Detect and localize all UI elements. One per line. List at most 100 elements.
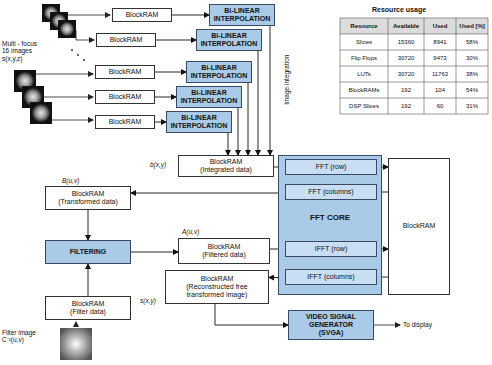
memory-box: BlockRAM(Integrated data) — [178, 155, 274, 177]
resource-table — [340, 18, 488, 114]
table-header: Resource — [340, 18, 388, 34]
table-cell: BlockRAMs — [340, 82, 388, 98]
memory-box: BlockRAM — [95, 65, 155, 79]
table-cell: 104 — [424, 82, 456, 98]
node-text: VIDEO SIGNAL GENERATOR — [292, 313, 370, 329]
table-cell: 30% — [456, 50, 488, 66]
node-text: (Filtered data) — [202, 251, 246, 259]
signal-name: s(x,y) — [140, 297, 164, 304]
node-text: (Reconstructed free transformed image) — [169, 283, 265, 299]
node-text: BlockRAM — [72, 190, 105, 198]
node-text: Bi-LINEAR INTERPOLATION — [213, 7, 271, 23]
node-text: FFT CORE — [279, 213, 381, 222]
connector-arrow — [228, 133, 229, 155]
node-text: BlockRAM — [210, 158, 243, 166]
table-cell: 30720 — [388, 66, 424, 82]
signal-name: b(x,y) — [150, 161, 178, 168]
connector-arrow — [131, 252, 178, 253]
node-text: BlockRAM — [126, 11, 159, 19]
table-cell: 9473 — [424, 50, 456, 66]
memory-box: BlockRAM — [112, 8, 172, 22]
process-box: Bi-LINEAR INTERPOLATION — [209, 4, 275, 26]
signal-name: B(u,v) — [62, 177, 102, 184]
node-text: BlockRAM — [110, 36, 143, 44]
node-text: FFT (row) — [316, 163, 347, 171]
table-cell: 54% — [456, 82, 488, 98]
note-label: Multi - focus 16 images s(x,y,z) — [2, 40, 42, 62]
table-cell: 60 — [424, 98, 456, 114]
connector-arrow — [258, 51, 259, 155]
connector-arrow — [88, 210, 89, 240]
process-box: Bi-LINEAR INTERPOLATION — [166, 111, 232, 133]
node-text: FFT (columns) — [308, 188, 353, 196]
node-text: Bi-LINEAR INTERPOLATION — [170, 114, 228, 130]
table-cell: Slices — [340, 34, 388, 50]
sub-process-box: FFT (columns) — [285, 184, 377, 200]
process-box: Bi-LINEAR INTERPOLATION — [186, 61, 252, 83]
connector-arrow — [155, 97, 176, 98]
table-cell: LUTs — [340, 66, 388, 82]
connector-arrow — [88, 264, 89, 296]
node-text: Bi-LINEAR INTERPOLATION — [200, 32, 258, 48]
process-box: FILTERING — [45, 240, 131, 264]
table-cell: 11763 — [424, 66, 456, 82]
node-text: BlockRAM — [208, 243, 241, 251]
process-box: VIDEO SIGNAL GENERATOR(SVGA) — [288, 310, 374, 340]
node-text: BlockRAM — [109, 68, 142, 76]
filter-image — [60, 328, 92, 360]
node-text: BlockRAM — [72, 300, 105, 308]
memory-box: BlockRAM — [96, 33, 156, 47]
node-text: (Integrated data) — [200, 166, 252, 174]
ellipsis-dots — [71, 49, 85, 61]
memory-box: BlockRAM — [95, 90, 155, 104]
node-text: FILTERING — [70, 248, 106, 256]
node-text: BlockRAM — [403, 222, 436, 230]
node-text: BlockRAM — [109, 93, 142, 101]
table-cell: 58% — [456, 34, 488, 50]
process-box: Bi-LINEAR INTERPOLATION — [196, 29, 262, 51]
table-header: Available — [388, 18, 424, 34]
node-text: BlockRAM — [109, 118, 142, 126]
memory-box: BlockRAM(Reconstructed free transformed … — [165, 270, 269, 304]
image-stack — [14, 4, 76, 124]
sub-process-box: IFFT (columns) — [285, 269, 377, 285]
table-cell: 8941 — [424, 34, 456, 50]
connector-arrow — [155, 122, 166, 123]
table-cell: 38% — [456, 66, 488, 82]
connector-arrow — [131, 193, 285, 194]
memory-box: BlockRAM(Transformed data) — [45, 186, 131, 210]
connector-arrow — [155, 72, 186, 73]
node-text: (Filter data) — [70, 308, 106, 316]
sub-process-box: IFFT (row) — [285, 241, 377, 257]
node-text: (Transformed data) — [58, 198, 118, 206]
connector-arrow — [270, 26, 271, 155]
table-cell: 15360 — [388, 34, 424, 50]
table-cell: Flip Flops — [340, 50, 388, 66]
node-text: BlockRAM — [201, 275, 234, 283]
memory-box: BlockRAM(Filter data) — [45, 296, 131, 320]
note-label: To display — [403, 321, 453, 328]
table-title: Resource usage — [372, 6, 452, 14]
node-text: IFFT (row) — [315, 245, 348, 253]
memory-box: BlockRAM(Filtered data) — [178, 238, 270, 264]
process-box: Bi-LINEAR INTERPOLATION — [176, 86, 242, 108]
image-wires — [36, 15, 400, 327]
node-text: (SVGA) — [319, 329, 344, 337]
note-label: Filter image C⁻¹(u,v) — [2, 329, 58, 344]
sub-process-box: FFT (row) — [285, 159, 377, 175]
flow-note: Image integration — [283, 48, 290, 112]
connector-arrow — [238, 108, 239, 155]
connector-arrow — [248, 83, 249, 155]
table-cell: 31% — [456, 98, 488, 114]
table-header: Used — [424, 18, 456, 34]
node-text: IFFT (columns) — [307, 273, 354, 281]
table-cell: 30720 — [388, 50, 424, 66]
table-cell: 192 — [388, 98, 424, 114]
memory-box: BlockRAM — [95, 115, 155, 129]
node-text: Bi-LINEAR INTERPOLATION — [190, 64, 248, 80]
memory-box: BlockRAM — [388, 158, 450, 295]
table-cell: 192 — [388, 82, 424, 98]
table-header: Used [%] — [456, 18, 488, 34]
connector-arrow — [156, 40, 196, 41]
connector-arrow — [172, 15, 209, 16]
